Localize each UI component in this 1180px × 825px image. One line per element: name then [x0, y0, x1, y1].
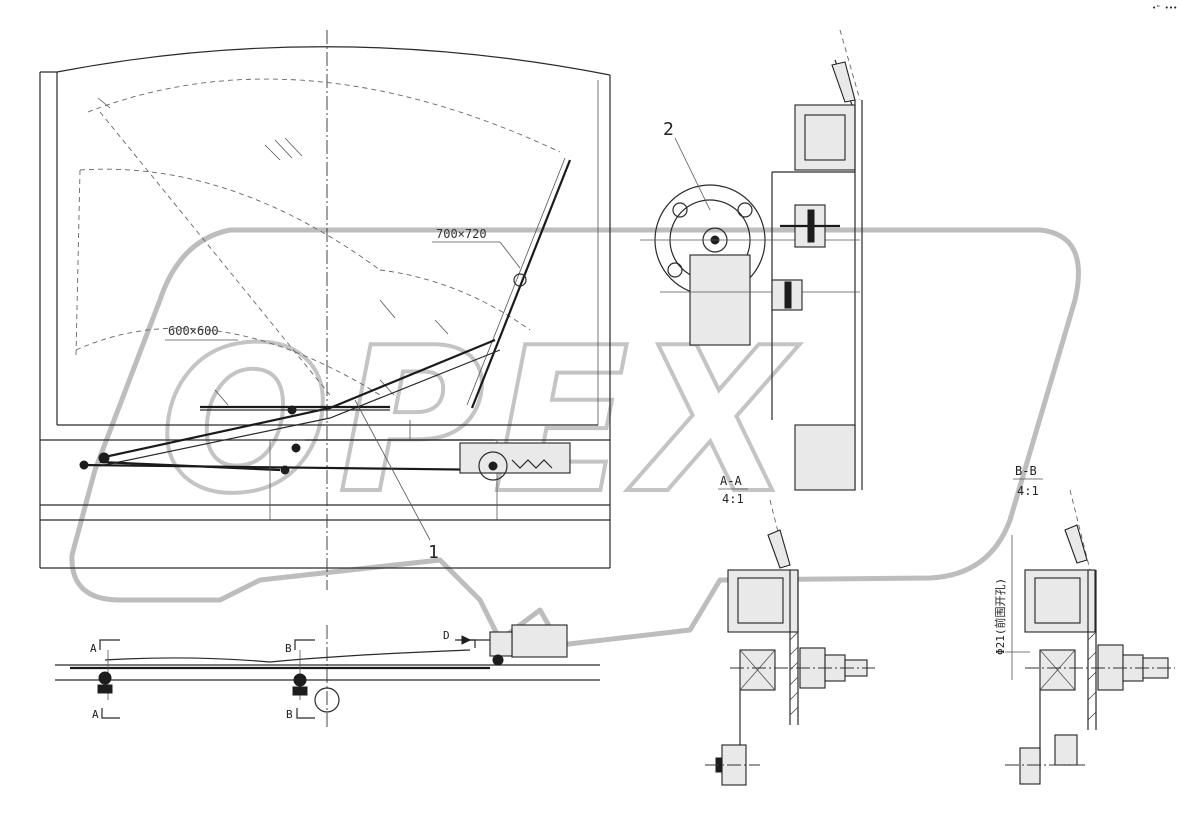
section-marker-b-bottom: B: [286, 708, 293, 721]
section-aa-scale: 4:1: [722, 492, 744, 506]
front-view: 1 700×720 600×600: [39, 30, 611, 590]
section-marker-a-top: A: [90, 642, 97, 655]
section-bb-note: Φ21(前围开孔): [993, 578, 1007, 655]
dimension-700x720: 700×720: [436, 227, 487, 241]
dimension-600x600: 600×600: [168, 324, 219, 338]
top-view: A A B B D: [55, 624, 600, 730]
detail-motor-mount: 2: [640, 29, 863, 491]
section-bb-title: B-B: [1015, 464, 1037, 478]
callout-2: 2: [663, 119, 674, 140]
section-aa-title: A-A: [720, 474, 742, 488]
section-bb-scale: 4:1: [1017, 484, 1039, 498]
corner-mark: •" •••: [1152, 4, 1177, 12]
callout-1: 1: [428, 542, 439, 563]
section-b-b: B-B 4:1 Φ21(前围开孔): [993, 464, 1175, 785]
view-marker-d: D: [443, 629, 450, 642]
section-marker-b-top: B: [285, 642, 292, 655]
section-marker-a-bottom: A: [92, 708, 99, 721]
opex-watermark: OPEX: [69, 227, 1081, 648]
section-a-a: A-A 4:1: [705, 474, 875, 786]
